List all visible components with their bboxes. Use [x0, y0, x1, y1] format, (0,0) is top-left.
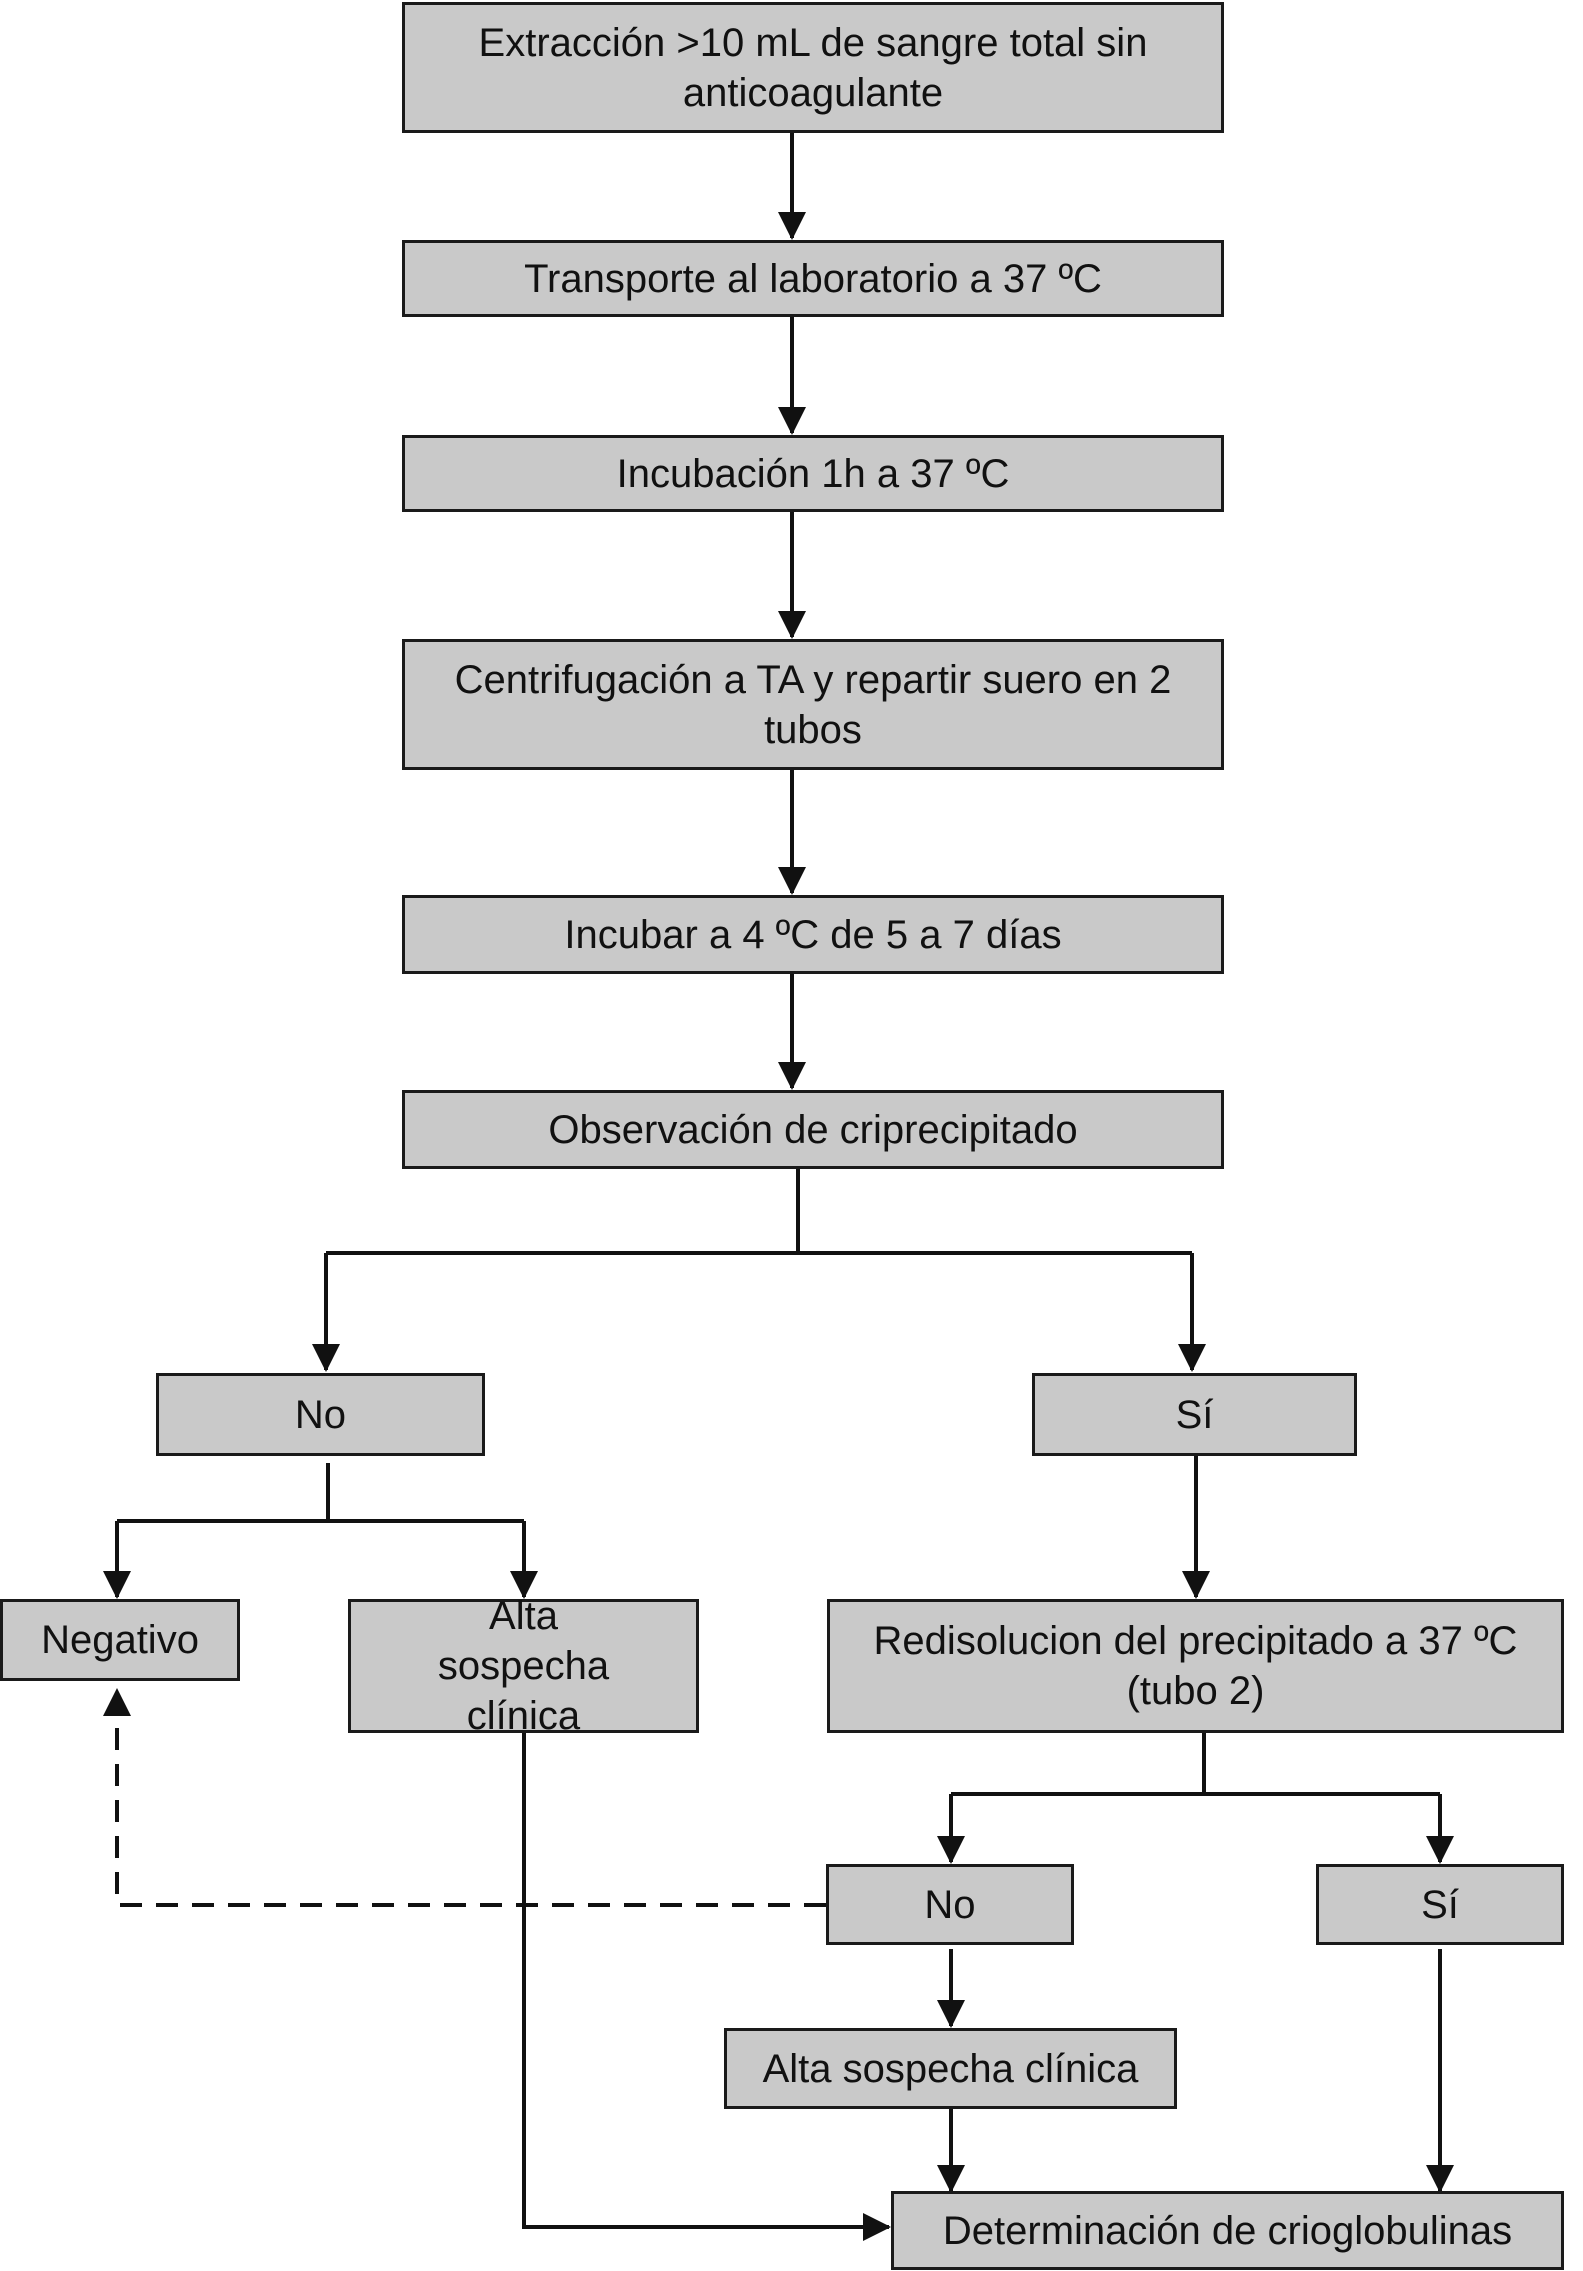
connector-no1-split [117, 1463, 330, 1523]
box-negativo: Negativo [0, 1599, 240, 1681]
box-redisolucion: Redisolucion del precipitado a 37 ºC (tu… [827, 1599, 1564, 1733]
label-incubar4: Incubar a 4 ºC de 5 a 7 días [564, 912, 1062, 957]
box-no2: No [826, 1864, 1074, 1945]
label-no2: No [924, 1882, 976, 1927]
box-si1: Sí [1032, 1373, 1357, 1456]
box-observacion: Observación de criprecipitado [402, 1090, 1224, 1169]
box-centrifugacion: Centrifugación a TA y repartir suero en … [402, 639, 1224, 770]
label-observacion: Observación de criprecipitado [548, 1107, 1078, 1152]
box-si2: Sí [1316, 1864, 1564, 1945]
label-si1: Sí [1175, 1392, 1214, 1437]
box-transporte: Transporte al laboratorio a 37 ºC [402, 240, 1224, 317]
connector-observacion-split [326, 1167, 800, 1255]
label-transporte: Transporte al laboratorio a 37 ºC [524, 256, 1102, 301]
label-alta2: Alta sospecha clínica [762, 2046, 1139, 2091]
label-no1: No [294, 1392, 347, 1437]
arrow-alta1-determinacion [522, 1732, 891, 2241]
box-determinacion: Determinación de crioglobulinas [891, 2191, 1564, 2270]
label-incubacion: Incubación 1h a 37 ºC [616, 451, 1010, 496]
box-no1: No [156, 1373, 485, 1456]
box-extraccion: Extracción >10 mL de sangre total sin an… [402, 2, 1224, 133]
box-incubar4: Incubar a 4 ºC de 5 a 7 días [402, 895, 1224, 974]
label-si2: Sí [1421, 1882, 1459, 1927]
label-negativo: Negativo [41, 1618, 199, 1662]
label-redisolucion: Redisolucion del precipitado a 37 ºC (tu… [873, 1619, 1518, 1713]
connector-redisolucion-split [951, 1732, 1206, 1796]
dashed-arrow-no2-negativo [103, 1688, 826, 1907]
label-determinacion: Determinación de crioglobulinas [942, 2208, 1513, 2253]
label-alta1: Alta sospecha clínica [437, 1594, 610, 1738]
label-extraccion: Extracción >10 mL de sangre total sin an… [478, 20, 1148, 115]
box-alta1: Alta sospecha clínica [348, 1594, 699, 1738]
label-centrifugacion: Centrifugación a TA y repartir suero en … [454, 657, 1172, 752]
box-alta2: Alta sospecha clínica [724, 2028, 1177, 2109]
box-incubacion: Incubación 1h a 37 ºC [402, 435, 1224, 512]
